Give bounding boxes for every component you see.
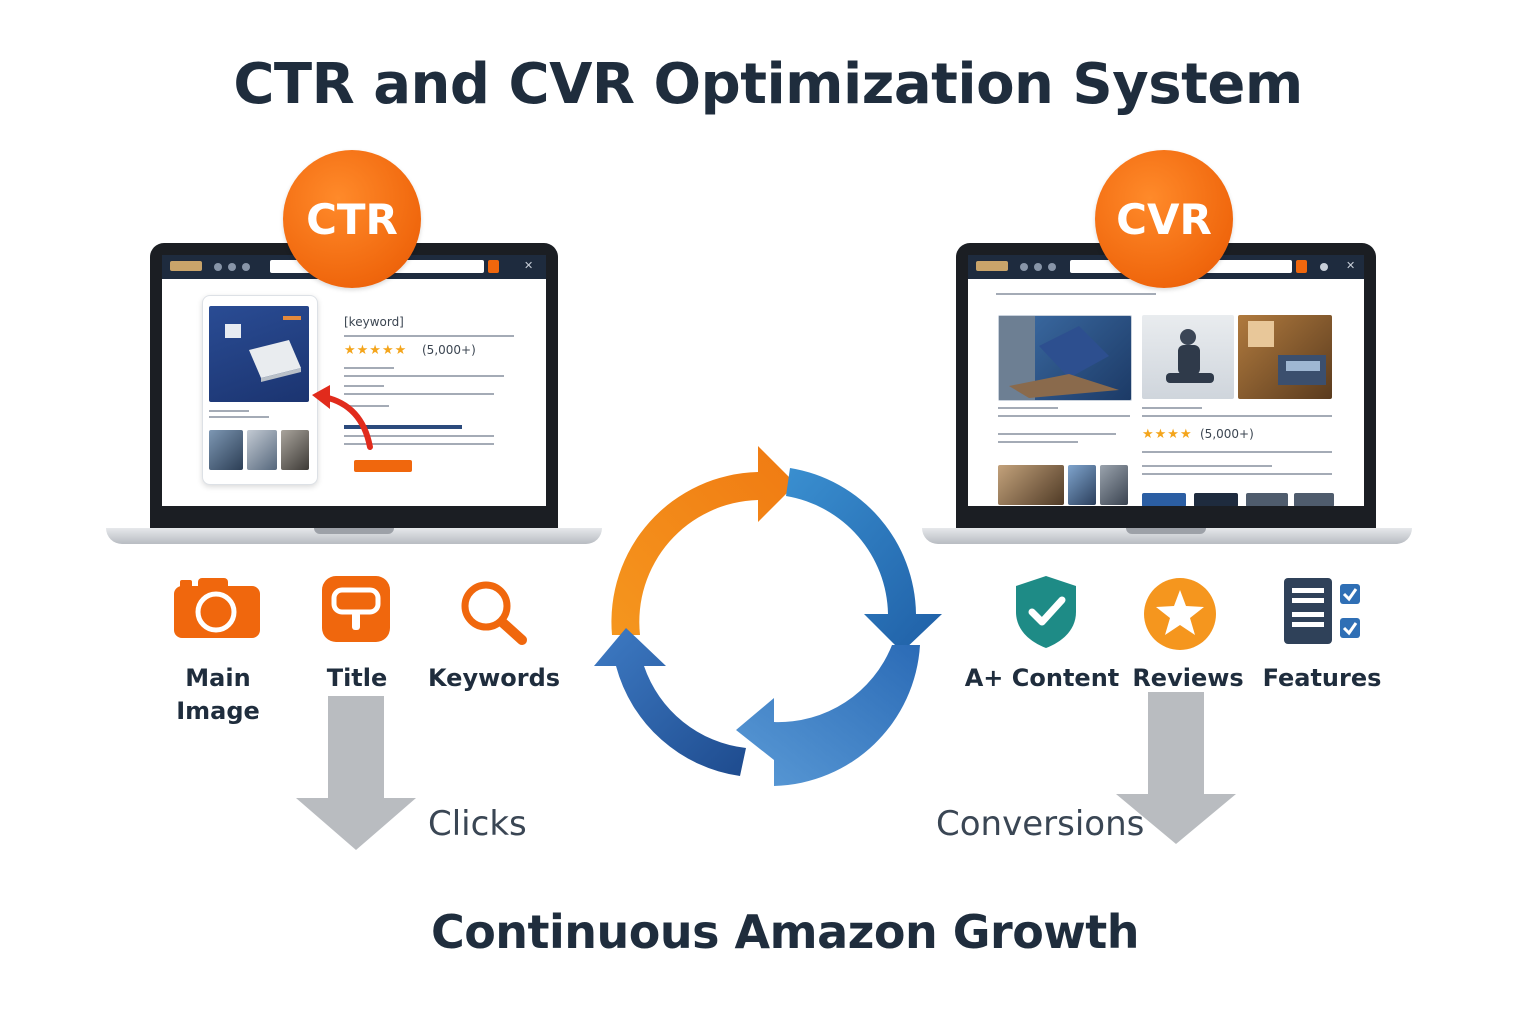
- red-pointer-arrow: [312, 385, 373, 450]
- star-icon: [1144, 578, 1216, 650]
- text-line: [344, 405, 389, 407]
- rating-count: (5,000+): [1200, 427, 1254, 441]
- page-title: CTR and CVR Optimization System: [233, 52, 1303, 117]
- thumbnail-image: [281, 430, 309, 470]
- laptop-notch: [314, 528, 394, 534]
- nav-icon: [1020, 263, 1028, 271]
- title-label: Title: [326, 664, 388, 692]
- phone-mockup: [202, 295, 318, 485]
- close-icon[interactable]: ✕: [1346, 259, 1356, 272]
- nav-icon: [214, 263, 222, 271]
- footer-title: Continuous Amazon Growth: [430, 905, 1140, 959]
- nav-icon: [1048, 263, 1056, 271]
- magnifier-icon: [461, 581, 527, 645]
- features-label: Features: [1262, 664, 1382, 692]
- thumbnail-image: [1100, 465, 1128, 505]
- cycle-diagram: [594, 446, 942, 786]
- text-line: [996, 293, 1156, 295]
- laptop-screen: ✕ [keyword]: [162, 255, 546, 506]
- text-line: [1142, 451, 1332, 453]
- title-icon: [322, 576, 390, 642]
- thumbnail-image: [247, 430, 277, 470]
- search-button[interactable]: [1296, 260, 1307, 273]
- conversions-label: Conversions: [936, 804, 1145, 844]
- text-line: [344, 393, 494, 395]
- text-line: [1142, 473, 1332, 475]
- thumbnail-image: [209, 430, 243, 470]
- thumbnail-image: [998, 465, 1064, 505]
- cycle-arrow-blue-bottom: [736, 645, 920, 786]
- shield-check-icon: [1016, 576, 1076, 648]
- text-line: [1142, 415, 1332, 417]
- price-bar: [344, 425, 462, 429]
- laptop-notch: [1126, 528, 1206, 534]
- add-to-cart-button[interactable]: [354, 460, 412, 472]
- keywords-label: Keywords: [428, 664, 561, 692]
- rating-count: (5,000+): [422, 343, 476, 357]
- text-line: [209, 416, 269, 418]
- action-button[interactable]: [1246, 493, 1288, 506]
- cycle-arrow-blue-right: [786, 468, 942, 652]
- action-button[interactable]: [1294, 493, 1334, 506]
- laptop-lid: ✕: [956, 243, 1376, 528]
- laptop-screen: ✕: [968, 255, 1364, 506]
- laptop-base: [106, 528, 602, 544]
- clicks-label: Clicks: [428, 804, 527, 844]
- aplus-image-art: [1166, 329, 1214, 383]
- text-line: [1142, 407, 1202, 409]
- nav-icon: [1034, 263, 1042, 271]
- camera-icon: [174, 578, 260, 638]
- nav-icon: [1320, 263, 1328, 271]
- text-line: [344, 435, 494, 437]
- text-line: [998, 433, 1116, 435]
- rating-stars: ★★★★: [1142, 427, 1193, 442]
- aplus-image: [1142, 315, 1234, 399]
- text-line: [998, 407, 1058, 409]
- main-product-image: [209, 306, 309, 402]
- cvr-laptop: ✕: [922, 243, 1412, 549]
- aplus-image: [1238, 315, 1332, 399]
- down-arrow-icon: [1116, 692, 1236, 844]
- laptop-base: [922, 528, 1412, 544]
- text-line: [209, 410, 249, 412]
- ctr-laptop: ✕ [keyword]: [106, 243, 602, 549]
- close-icon[interactable]: ✕: [524, 259, 534, 272]
- aplus-image-art: [1248, 321, 1326, 385]
- action-button[interactable]: [1194, 493, 1238, 506]
- down-arrow-icon: [296, 696, 416, 850]
- nav-icon: [228, 263, 236, 271]
- ctr-badge: CTR: [283, 150, 421, 288]
- store-logo: [170, 261, 202, 271]
- text-line: [1142, 465, 1272, 467]
- product-image-art: [225, 316, 301, 382]
- rating-stars: ★★★★★: [344, 343, 408, 358]
- text-line: [344, 443, 494, 445]
- reviews-label: Reviews: [1132, 664, 1244, 692]
- text-line: [998, 415, 1130, 417]
- aplus-image-art: [999, 316, 1119, 400]
- nav-icon: [242, 263, 250, 271]
- keyword-text: [keyword]: [344, 315, 404, 329]
- text-line: [344, 385, 384, 387]
- text-line: [344, 375, 504, 377]
- text-line: [344, 335, 514, 337]
- aplus-content-label: A+ Content: [964, 664, 1120, 692]
- search-button[interactable]: [488, 260, 499, 273]
- store-logo: [976, 261, 1008, 271]
- laptop-lid: ✕ [keyword]: [150, 243, 558, 528]
- thumbnail-image: [1068, 465, 1096, 505]
- list-check-icon: [1284, 578, 1360, 644]
- text-line: [998, 441, 1078, 443]
- text-line: [344, 367, 394, 369]
- aplus-image: [998, 315, 1132, 401]
- cycle-arrow-orange: [611, 446, 796, 635]
- cycle-arrow-blue-left: [594, 628, 746, 776]
- cvr-badge: CVR: [1095, 150, 1233, 288]
- action-button[interactable]: [1142, 493, 1186, 506]
